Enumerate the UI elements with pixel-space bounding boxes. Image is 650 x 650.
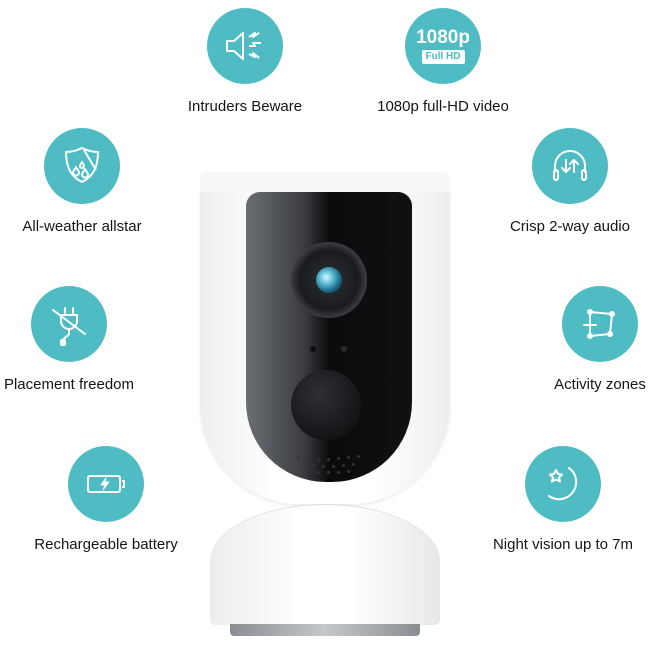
feature-activity-zones: Activity zones xyxy=(525,286,650,393)
feature-night-vision: Night vision up to 7m xyxy=(488,446,638,553)
feature-placement-freedom: Placement freedom xyxy=(0,286,144,393)
headphones-arrows-icon xyxy=(532,128,608,204)
badge-full-hd: Full HD xyxy=(421,50,465,64)
lens-glass xyxy=(316,267,342,293)
camera-image xyxy=(200,172,450,642)
status-led xyxy=(341,346,347,352)
speaker-grille xyxy=(295,454,365,474)
feature-intruders-beware: Intruders Beware xyxy=(170,8,320,115)
camera-lens xyxy=(291,242,367,318)
feature-1080p-video: 1080p Full HD 1080p full-HD video xyxy=(368,8,518,115)
feature-label: All-weather allstar xyxy=(22,218,142,235)
camera-front-panel xyxy=(246,192,412,482)
feature-2way-audio: Crisp 2-way audio xyxy=(495,128,645,235)
camera-base-ring xyxy=(230,624,420,636)
feature-rechargeable-battery: Rechargeable battery xyxy=(31,446,181,553)
camera-base xyxy=(210,504,440,625)
moon-star-icon xyxy=(525,446,601,522)
speaker-alarm-icon xyxy=(207,8,283,84)
weather-shield-icon xyxy=(44,128,120,204)
no-plug-icon xyxy=(31,286,107,362)
feature-label: Rechargeable battery xyxy=(34,536,178,553)
feature-label: Night vision up to 7m xyxy=(492,536,634,553)
motion-sensor xyxy=(291,370,361,440)
battery-charging-icon xyxy=(68,446,144,522)
1080p-badge-icon: 1080p Full HD xyxy=(405,8,481,84)
camera-body xyxy=(200,192,450,515)
light-sensor xyxy=(310,346,316,352)
activity-zone-icon xyxy=(562,286,638,362)
badge-resolution: 1080p xyxy=(416,27,470,48)
feature-label: 1080p full-HD video xyxy=(377,98,509,115)
feature-all-weather: All-weather allstar xyxy=(7,128,157,235)
feature-label: Intruders Beware xyxy=(187,98,303,115)
feature-label: Placement freedom xyxy=(3,376,135,393)
feature-label: Activity zones xyxy=(554,376,646,393)
feature-label: Crisp 2-way audio xyxy=(509,218,631,235)
